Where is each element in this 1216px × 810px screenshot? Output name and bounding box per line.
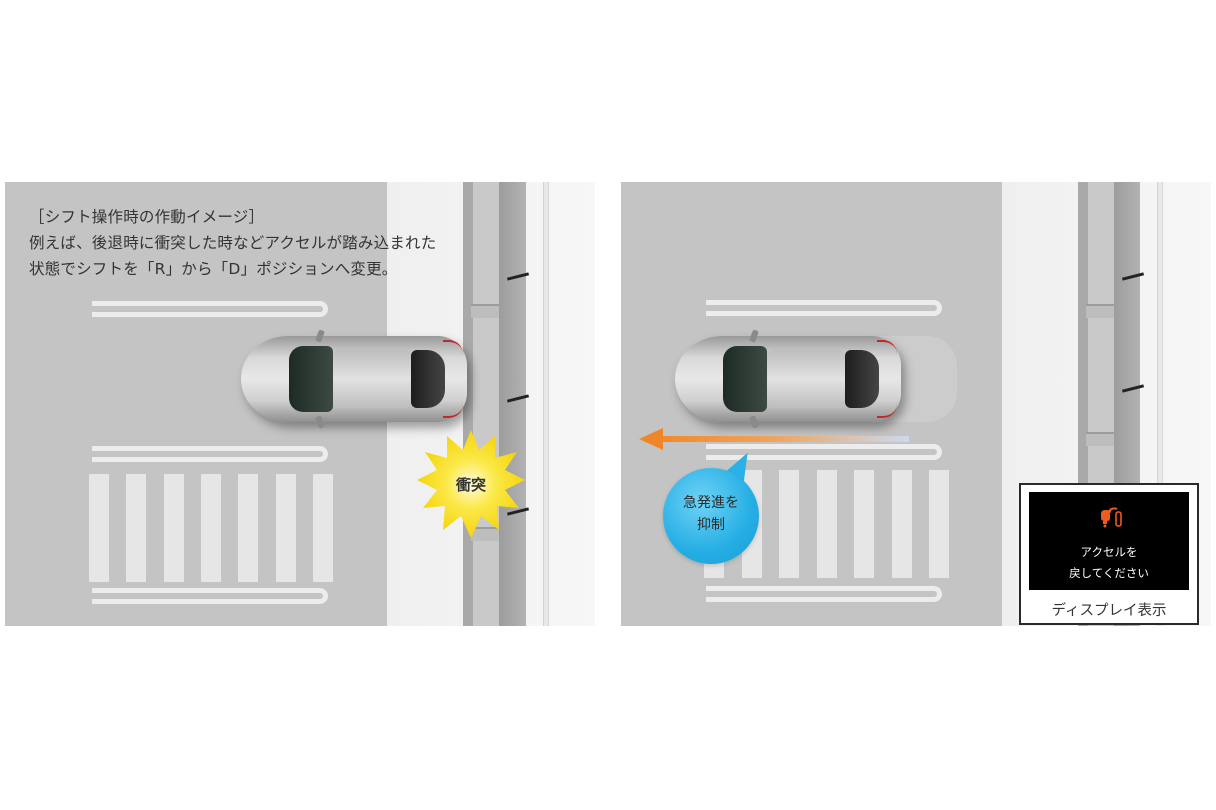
suppression-scene-panel: 急発進を 抑制	[621, 182, 1211, 626]
callout-line: 抑制	[697, 517, 725, 533]
forward-motion-arrow	[639, 428, 909, 450]
suppression-callout: 急発進を 抑制	[663, 446, 763, 564]
callout-line: 急発進を	[683, 495, 739, 511]
stop-line-marking	[706, 300, 942, 316]
stop-line-marking	[706, 444, 942, 460]
display-message-line: アクセルを	[1080, 545, 1138, 559]
collision-scene-panel: ［シフト操作時の作動イメージ］ 例えば、後退時に衝突した時などアクセルが踏み込ま…	[5, 182, 595, 626]
collision-burst: 衝突	[415, 428, 527, 540]
stop-line-marking	[92, 301, 328, 317]
building-wall	[463, 182, 595, 626]
stop-line-marking	[92, 446, 328, 462]
display-message-line: 戻してください	[1069, 566, 1149, 580]
dashboard-display-inset: アクセルを 戻してください ディスプレイ表示	[1019, 483, 1199, 625]
caption-line: 状態でシフトを「R」から「D」ポジションへ変更。	[29, 260, 398, 278]
starburst-icon	[417, 430, 525, 538]
collision-label: 衝突	[455, 475, 486, 494]
caption-title: ［シフト操作時の作動イメージ］	[29, 208, 265, 226]
caption-line: 例えば、後退時に衝突した時などアクセルが踏み込まれた	[29, 234, 437, 252]
accelerator-warning-icon	[1101, 507, 1122, 528]
display-screen: アクセルを 戻してください	[1029, 492, 1189, 590]
stop-line-marking	[92, 588, 328, 604]
car-top-view	[675, 329, 901, 429]
scenario-caption: ［シフト操作時の作動イメージ］ 例えば、後退時に衝突した時などアクセルが踏み込ま…	[29, 204, 436, 282]
car-top-view	[241, 329, 467, 429]
display-caption: ディスプレイ表示	[1051, 603, 1167, 619]
stop-line-marking	[706, 586, 942, 602]
arrow-left-icon	[639, 428, 663, 450]
